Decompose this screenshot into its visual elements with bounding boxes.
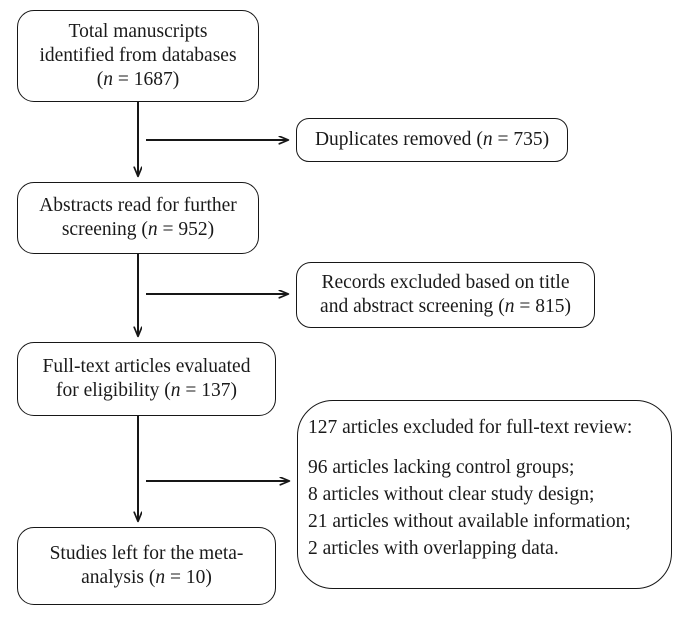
equals-sign: = xyxy=(157,219,179,240)
node-duplicates-removed: Duplicates removed (n = 735) xyxy=(296,118,568,162)
node-studies-line2-text: analysis xyxy=(81,567,149,588)
n-symbol: n xyxy=(504,296,515,317)
node-total-manuscripts: Total manuscripts identified from databa… xyxy=(17,10,259,102)
node-abstracts-line1: Abstracts read for further xyxy=(39,195,237,217)
paren-open: ( xyxy=(141,219,148,240)
equals-sign: = xyxy=(165,567,186,588)
n-symbol: n xyxy=(147,219,158,240)
node-records-excluded: Records excluded based on title and abst… xyxy=(296,262,595,328)
n-value: 815 xyxy=(535,296,565,317)
paren-open: ( xyxy=(148,567,156,588)
n-symbol: n xyxy=(155,567,166,588)
node-total-line2: identified from databases xyxy=(39,45,237,67)
paren-close: ) xyxy=(542,129,550,151)
fulltext-excluded-reason-1: 96 articles lacking control groups; xyxy=(308,456,575,478)
node-records-excluded-line2-text: and abstract screening xyxy=(320,296,499,317)
n-symbol: n xyxy=(482,129,493,151)
node-fulltext-line2: for eligibility (n = 137) xyxy=(43,379,251,403)
paren-close: ) xyxy=(564,296,571,317)
n-value: 10 xyxy=(185,567,206,588)
equals-sign: = xyxy=(514,296,536,317)
n-value: 1687 xyxy=(133,68,173,90)
paren-open: ( xyxy=(164,380,171,401)
node-fulltext-excluded: 127 articles excluded for full-text revi… xyxy=(297,400,672,589)
fulltext-excluded-reason-4: 2 articles with overlapping data. xyxy=(308,537,559,559)
node-fulltext-line2-text: for eligibility xyxy=(55,380,165,401)
node-total-count: (n = 1687) xyxy=(39,68,236,92)
paren-open: ( xyxy=(96,68,104,90)
n-value: 952 xyxy=(178,219,208,240)
equals-sign: = xyxy=(180,380,202,401)
fulltext-excluded-spacer xyxy=(308,442,671,455)
node-abstracts-read: Abstracts read for further screening (n … xyxy=(17,182,259,254)
node-records-excluded-line1: Records excluded based on title xyxy=(321,272,570,294)
paren-open: ( xyxy=(476,129,483,151)
n-value: 735 xyxy=(513,129,543,151)
node-abstracts-line2: screening (n = 952) xyxy=(39,218,237,242)
n-value: 137 xyxy=(201,380,231,401)
paren-close: ) xyxy=(230,380,238,401)
n-symbol: n xyxy=(103,68,113,90)
node-duplicates-text: Duplicates removed (n = 735) xyxy=(315,128,549,152)
fulltext-excluded-heading: 127 articles excluded for full-text revi… xyxy=(308,417,633,438)
equals-sign: = xyxy=(492,129,514,151)
paren-close: ) xyxy=(207,219,215,240)
fulltext-excluded-reason-2: 8 articles without clear study design; xyxy=(308,483,595,505)
node-fulltext-line1: Full-text articles evaluated xyxy=(42,356,251,378)
node-fulltext-evaluated: Full-text articles evaluated for eligibi… xyxy=(17,342,276,416)
equals-sign: = xyxy=(112,68,134,90)
paren-open: ( xyxy=(498,296,505,317)
fulltext-excluded-reason-3: 21 articles without available informatio… xyxy=(308,510,631,532)
node-total-line1: Total manuscripts xyxy=(68,21,208,43)
node-studies-included: Studies left for the meta- analysis (n =… xyxy=(17,527,276,605)
node-studies-line2: analysis (n = 10) xyxy=(50,566,244,590)
node-duplicates-label: Duplicates removed xyxy=(314,129,477,151)
node-records-excluded-line2: and abstract screening (n = 815) xyxy=(320,295,571,319)
paren-close: ) xyxy=(172,68,180,90)
n-symbol: n xyxy=(170,380,181,401)
paren-close: ) xyxy=(205,567,212,588)
node-abstracts-line2-text: screening xyxy=(61,219,142,240)
node-studies-line1: Studies left for the meta- xyxy=(49,543,244,565)
